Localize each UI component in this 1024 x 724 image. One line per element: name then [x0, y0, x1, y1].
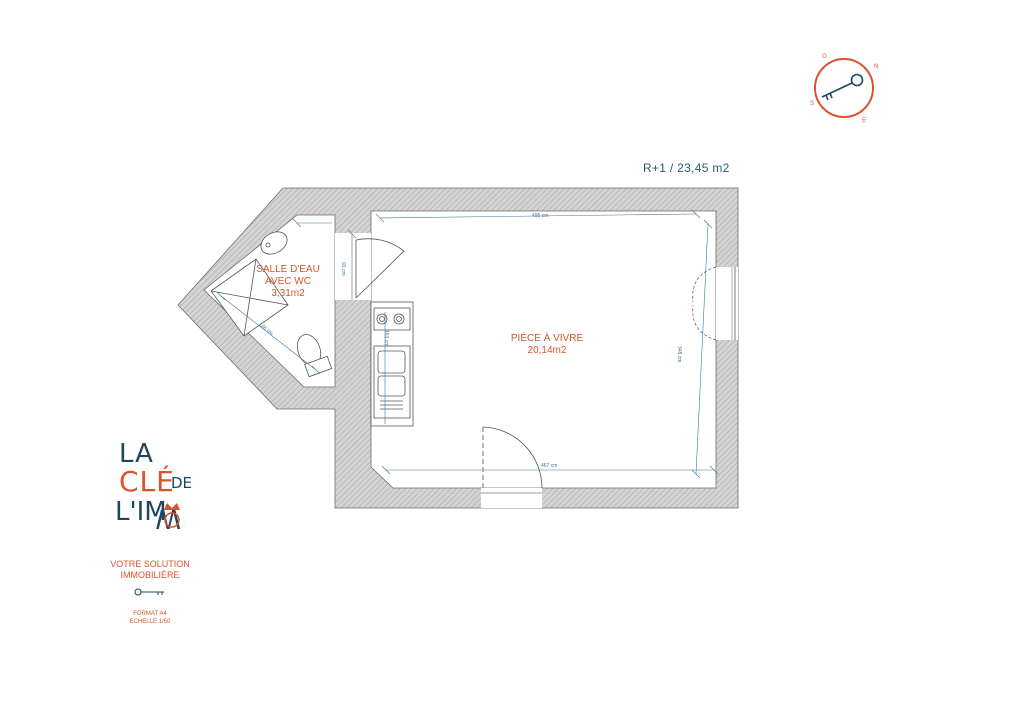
logo-de: DE: [171, 474, 192, 492]
washbasin: [260, 231, 288, 255]
kitchen-counter: [370, 301, 414, 427]
logo-lim: L'IM: [115, 497, 167, 527]
brand-logo: LA CLÉ DE L'IM W: [115, 439, 192, 533]
compass-south: S: [810, 101, 815, 107]
bathroom-name-line2: AVEC WC: [265, 276, 311, 287]
window-opening: [716, 267, 738, 340]
tagline-key-icon: [134, 588, 164, 596]
living-room-label: PIÈCE À VIVRE 20,14m2: [497, 333, 597, 357]
dim-right-height: 348 cm: [676, 346, 682, 363]
dim-bottom-width: 467 cm: [541, 463, 558, 469]
logo-cle: CLÉ: [119, 464, 175, 498]
format-paper: FORMAT A4: [133, 611, 167, 617]
brand-tagline-line1: VOTRE SOLUTION: [110, 559, 190, 569]
bathroom-name: SALLE D'EAU: [256, 264, 320, 275]
dim-bath-short: 93 cm: [340, 262, 346, 276]
compass-west: O: [822, 54, 827, 60]
walls: [177, 187, 739, 509]
compass-east: E: [862, 118, 867, 124]
compass-north: N: [874, 64, 879, 70]
entrance-door: [482, 426, 543, 489]
bathroom-area: 3,31m2: [271, 288, 305, 299]
format-scale: ECHELLE 1/50: [129, 619, 171, 625]
bath-door: [355, 238, 405, 299]
dimension-lines: [216, 209, 719, 479]
floor-area-title: R+1 / 23,45 m2: [643, 161, 730, 175]
dim-kitchen: 163 cm: [383, 330, 389, 347]
brand-tagline-line2: IMMOBILIÈRE: [120, 570, 180, 580]
crown-icon: [164, 503, 180, 510]
logo-la: LA: [119, 439, 154, 469]
bath-fixtures: [210, 231, 333, 378]
living-room-name: PIÈCE À VIVRE: [510, 333, 584, 344]
format-info: FORMAT A4 ECHELLE 1/50: [110, 610, 190, 626]
dim-top-width: 495 cm: [532, 213, 549, 219]
brand-tagline: VOTRE SOLUTION IMMOBILIÈRE: [100, 559, 200, 581]
key-icon: [821, 73, 864, 101]
entrance-opening: [481, 488, 542, 508]
window-sashes: [692, 266, 717, 341]
compass: [814, 58, 874, 118]
bathroom-label: SALLE D'EAU AVEC WC 3,31m2: [248, 264, 328, 300]
living-room-area: 20,14m2: [527, 345, 567, 356]
